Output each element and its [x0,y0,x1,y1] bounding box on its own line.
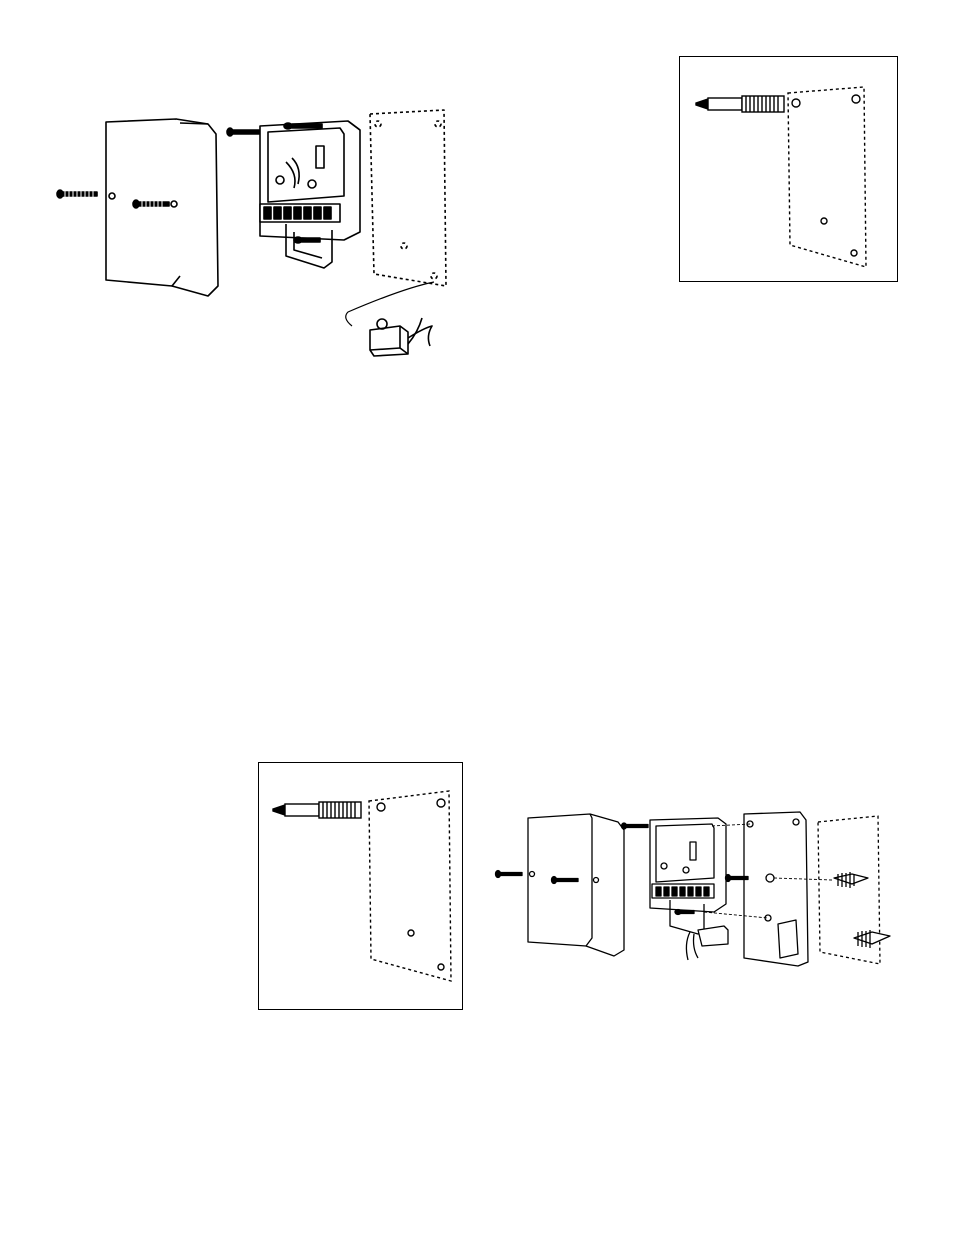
cover-box [528,814,624,956]
plate-hole-bottom [438,964,444,970]
plate-hole-top-right [852,95,860,103]
plate-hole-top-right [437,799,445,807]
base-unit [260,121,360,268]
cover-screw-left [496,871,523,878]
plate-hole-center [408,930,414,936]
base-unit [650,818,726,934]
long-screw [696,96,784,112]
long-screw [273,802,361,818]
inset-drawing-bottom [259,763,461,1008]
exploded-view-drawing [48,108,460,366]
wall-anchor-bottom [854,930,890,948]
plate-hole-top-left [377,803,385,811]
inset-drawing-top [680,57,896,280]
exploded-view-figure [48,108,460,366]
dashed-plate [369,791,451,981]
plate-hole-bottom [851,250,857,256]
mounting-plate [744,812,808,966]
dashed-plate [788,87,866,267]
wall-anchor-top [834,872,868,888]
base-screw [227,128,259,136]
magnet-assembly [346,282,434,356]
exploded-view-with-mounting-plate [492,808,902,968]
base-screw [622,823,649,829]
plate-hole-top-left [792,99,800,107]
wall-plate-outline [370,110,446,286]
inset-screw-plate-top [679,56,898,282]
cover-screw-left [57,190,97,198]
exploded-view-drawing-2 [492,808,902,968]
plate-hole-center [821,218,827,224]
inset-screw-plate-bottom [258,762,463,1010]
magnet-assembly [686,926,728,960]
